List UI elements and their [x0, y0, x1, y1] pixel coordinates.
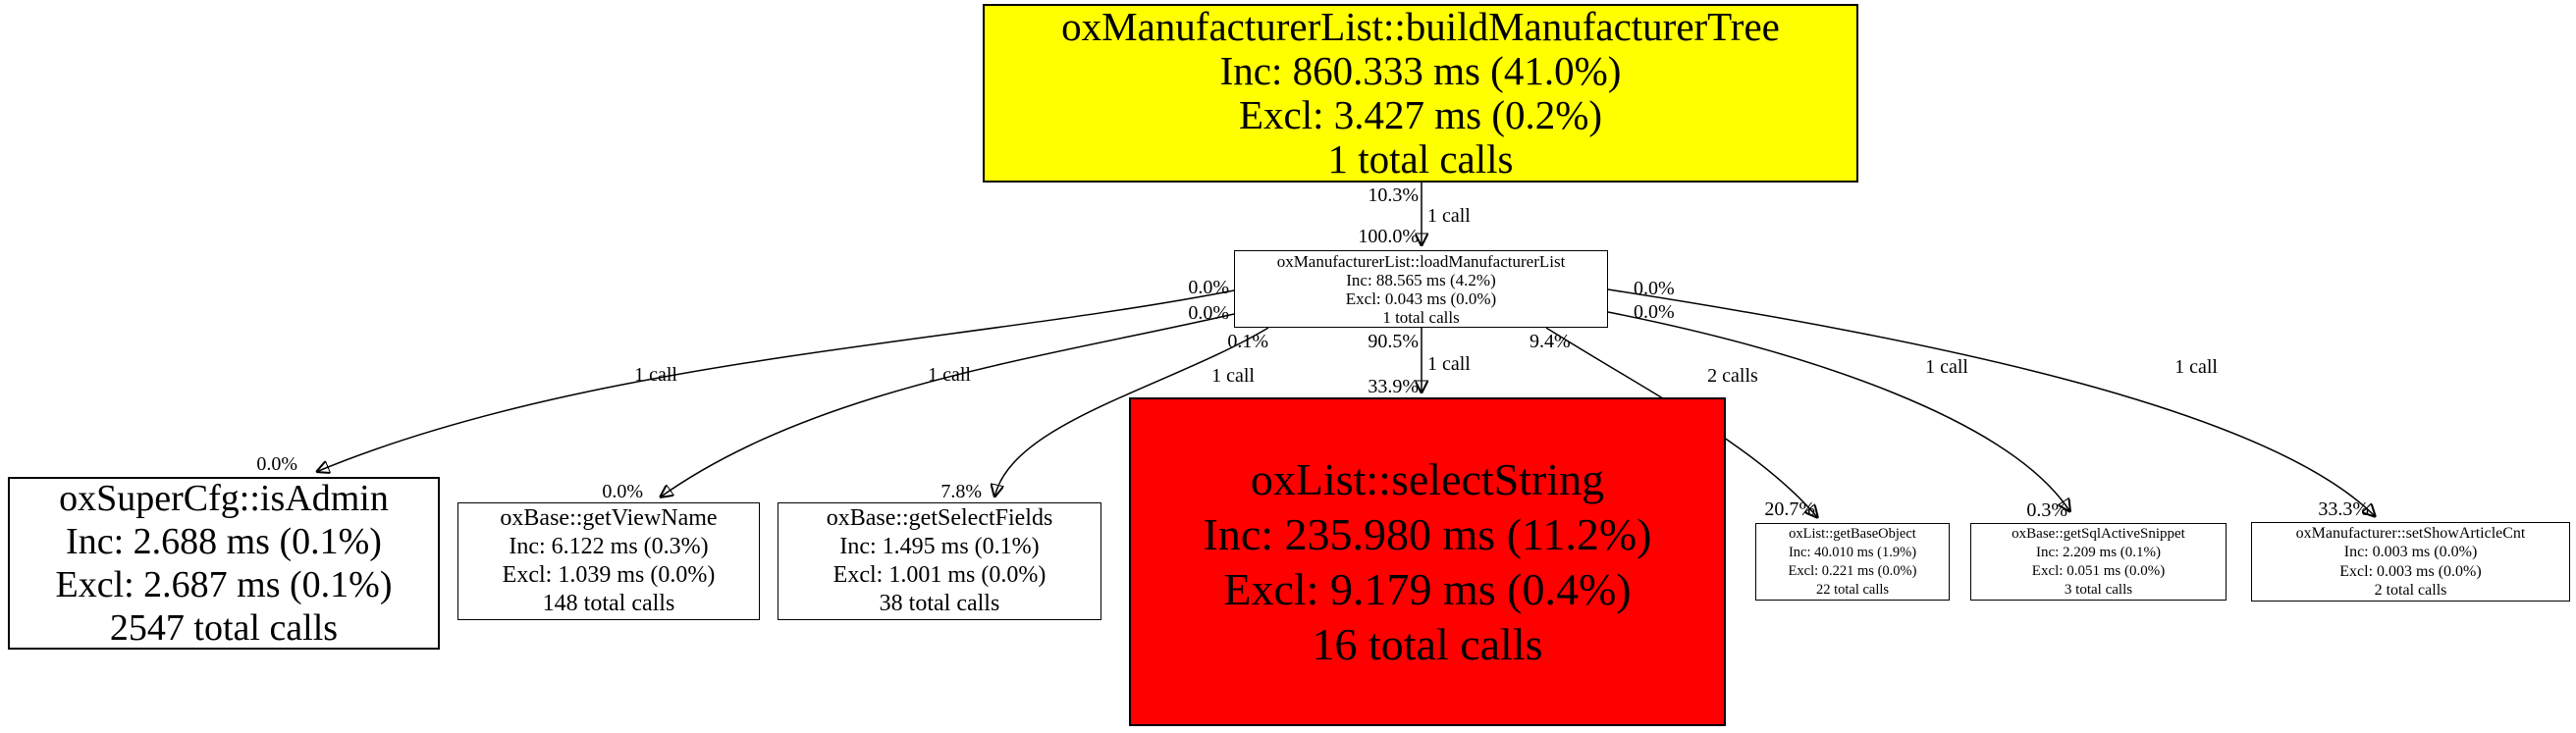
- edge-call-count: 1 call: [634, 364, 677, 386]
- node-inclusive-time: Inc: 40.010 ms (1.9%): [1788, 544, 1917, 560]
- node-exclusive-time: Excl: 1.039 ms (0.0%): [502, 562, 716, 588]
- node-exclusive-time: Excl: 1.001 ms (0.0%): [832, 562, 1046, 588]
- node-function-name: oxManufacturerList::buildManufacturerTre…: [1061, 4, 1780, 49]
- edge-head-percent: 0.0%: [256, 453, 297, 475]
- node-inclusive-time: Inc: 1.495 ms (0.1%): [839, 534, 1040, 559]
- node-inclusive-time: Inc: 2.209 ms (0.1%): [2035, 544, 2162, 560]
- node-total-calls: 22 total calls: [1815, 581, 1890, 598]
- node-selectstring: oxList::selectString Inc: 235.980 ms (11…: [1129, 397, 1726, 726]
- node-getbaseobject: oxList::getBaseObject Inc: 40.010 ms (1.…: [1755, 523, 1950, 601]
- node-inclusive-time: Inc: 860.333 ms (41.0%): [1219, 48, 1622, 93]
- node-inclusive-time: Inc: 6.122 ms (0.3%): [509, 534, 709, 559]
- node-total-calls: 2547 total calls: [109, 607, 339, 649]
- node-getviewname: oxBase::getViewName Inc: 6.122 ms (0.3%)…: [457, 502, 760, 620]
- edge-call-count: 1 call: [1925, 356, 1968, 378]
- node-loadmanufacturerlist: oxManufacturerList::loadManufacturerList…: [1234, 250, 1608, 328]
- node-exclusive-time: Excl: 0.221 ms (0.0%): [1788, 562, 1917, 579]
- edge-load-to-getviewname: [660, 313, 1235, 497]
- node-total-calls: 148 total calls: [542, 591, 675, 616]
- node-total-calls: 3 total calls: [2064, 581, 2133, 598]
- edge-tail-percent: 0.1%: [1227, 331, 1268, 352]
- node-exclusive-time: Excl: 0.043 ms (0.0%): [1345, 288, 1497, 308]
- edge-tail-percent: 0.0%: [1188, 302, 1229, 324]
- edge-call-count: 2 calls: [1707, 365, 1758, 387]
- node-exclusive-time: Excl: 0.051 ms (0.0%): [2031, 562, 2166, 579]
- edge-head-percent: 33.3%: [2318, 498, 2369, 520]
- edge-tail-percent: 0.0%: [1634, 278, 1675, 299]
- edge-load-to-isadmin: [316, 289, 1235, 472]
- node-exclusive-time: Excl: 3.427 ms (0.2%): [1238, 92, 1603, 137]
- edge-head-percent: 20.7%: [1764, 498, 1815, 520]
- node-total-calls: 2 total calls: [2374, 582, 2447, 599]
- node-function-name: oxBase::getSqlActiveSnippet: [2012, 525, 2185, 542]
- edge-tail-percent: 0.0%: [1634, 301, 1675, 323]
- edge-call-count: 1 call: [928, 364, 971, 386]
- node-setshowarticlecnt: oxManufacturer::setShowArticleCnt Inc: 0…: [2251, 522, 2570, 602]
- node-inclusive-time: Inc: 0.003 ms (0.0%): [2343, 544, 2478, 560]
- node-function-name: oxSuperCfg::isAdmin: [59, 478, 389, 519]
- edge-load-to-getselectfields: [994, 327, 1269, 497]
- node-exclusive-time: Excl: 0.003 ms (0.0%): [2339, 562, 2482, 580]
- edge-call-count: 1 call: [1427, 205, 1471, 227]
- edge-head-percent: 33.9%: [1368, 376, 1419, 397]
- edge-load-to-getsqlactivesnippet: [1607, 311, 2070, 512]
- edge-head-percent: 100.0%: [1358, 226, 1419, 247]
- node-buildmanufacturertree: oxManufacturerList::buildManufacturerTre…: [983, 4, 1858, 183]
- edge-call-count: 1 call: [1211, 365, 1255, 387]
- node-getselectfields: oxBase::getSelectFields Inc: 1.495 ms (0…: [778, 502, 1101, 620]
- node-total-calls: 1 total calls: [1327, 136, 1514, 182]
- node-getsqlactivesnippet: oxBase::getSqlActiveSnippet Inc: 2.209 m…: [1970, 523, 2227, 601]
- edge-tail-percent: 0.0%: [1188, 277, 1229, 298]
- node-total-calls: 16 total calls: [1312, 618, 1543, 669]
- node-function-name: oxList::selectString: [1250, 453, 1605, 504]
- node-exclusive-time: Excl: 9.179 ms (0.4%): [1223, 563, 1632, 614]
- edge-head-percent: 0.0%: [602, 481, 643, 502]
- node-isadmin: oxSuperCfg::isAdmin Inc: 2.688 ms (0.1%)…: [8, 477, 440, 650]
- edge-call-count: 1 call: [2174, 356, 2218, 378]
- node-function-name: oxList::getBaseObject: [1789, 525, 1916, 542]
- edge-load-to-setshowarticlecnt: [1607, 288, 2376, 517]
- node-function-name: oxManufacturer::setShowArticleCnt: [2295, 524, 2526, 542]
- edge-tail-percent: 9.4%: [1530, 331, 1571, 352]
- node-total-calls: 38 total calls: [879, 591, 1000, 616]
- edge-head-percent: 0.3%: [2026, 499, 2067, 521]
- node-inclusive-time: Inc: 88.565 ms (4.2%): [1346, 270, 1496, 289]
- edge-head-percent: 7.8%: [940, 481, 982, 502]
- node-exclusive-time: Excl: 2.687 ms (0.1%): [55, 564, 393, 605]
- edge-tail-percent: 90.5%: [1368, 331, 1419, 352]
- node-function-name: oxBase::getViewName: [500, 505, 718, 531]
- node-inclusive-time: Inc: 2.688 ms (0.1%): [66, 521, 382, 562]
- node-function-name: oxManufacturerList::loadManufacturerList: [1276, 251, 1566, 271]
- edge-tail-percent: 10.3%: [1368, 184, 1419, 206]
- node-inclusive-time: Inc: 235.980 ms (11.2%): [1203, 508, 1652, 559]
- node-total-calls: 1 total calls: [1382, 307, 1460, 327]
- node-function-name: oxBase::getSelectFields: [826, 505, 1053, 531]
- edge-call-count: 1 call: [1427, 353, 1471, 375]
